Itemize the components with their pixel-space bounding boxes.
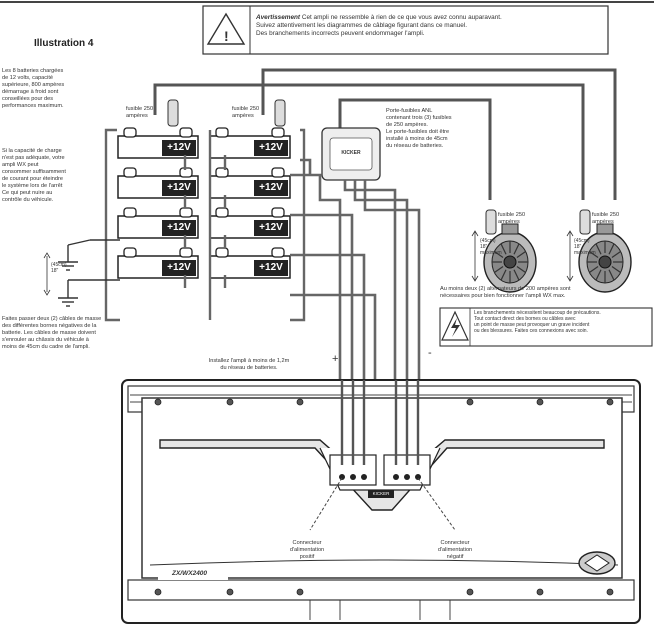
battery-label-2: +12V <box>167 182 191 193</box>
warning-line-1: Cet ampli ne ressemble à rien de ce que … <box>301 14 502 21</box>
note-ground: Faites passer deux (2) câbles de masse d… <box>2 316 102 350</box>
battery-bank-right <box>209 127 291 279</box>
battery-wiring <box>104 128 306 322</box>
amplifier <box>121 379 641 624</box>
amp-model-label: ZX/WX2400 <box>172 570 208 577</box>
battery-6 <box>209 167 291 199</box>
negative-connector-label: Connecteur d'alimentation négatif <box>437 540 473 560</box>
note-charge: Si la capacité de charge n'est pas adéqu… <box>2 148 66 203</box>
amp-screw <box>154 588 162 596</box>
fuse-label-1: fusible 250 ampères <box>126 106 154 119</box>
connector-callouts <box>309 477 456 531</box>
inline-fuses <box>167 99 591 235</box>
warning-box: ! <box>202 5 609 55</box>
terminal-wires <box>340 380 420 465</box>
amp-brand-label: KICKER <box>372 491 390 496</box>
battery-2 <box>117 167 199 199</box>
alt-distance-arrows <box>471 230 574 282</box>
alternators <box>483 223 632 293</box>
amp-screw <box>226 588 234 596</box>
amp-screw <box>296 398 304 406</box>
battery-label-5: +12V <box>259 142 283 153</box>
battery-4 <box>117 247 199 279</box>
lightning-icon <box>451 318 460 337</box>
warning-text: Avertissement Cet ampli ne ressemble à r… <box>256 14 604 38</box>
note-alternators: Au moins deux (2) alternateurs de 200 am… <box>440 286 571 299</box>
amp-screw <box>226 398 234 406</box>
battery-label-8: +12V <box>259 262 283 273</box>
ground-distance-label: (45cm) 18" <box>51 262 67 274</box>
ground-distance-arrow <box>43 252 51 296</box>
fuse-brand-label: KICKER <box>341 150 361 156</box>
amp-screw <box>536 588 544 596</box>
note-fuse-holder: Porte-fusibles ANL contenant trois (3) f… <box>386 108 452 149</box>
wire-loops <box>153 68 617 200</box>
amp-screw <box>466 398 474 406</box>
kicker-logo-icon <box>578 551 616 575</box>
alternator-2 <box>578 223 632 293</box>
warning-line-3: Des branchements incorrects peuvent endo… <box>256 30 425 37</box>
note-distance: Installez l'ampli à moins de 1,2m du rés… <box>208 358 290 371</box>
battery-1 <box>117 127 199 159</box>
amp-center-badge <box>368 490 394 498</box>
battery-7 <box>209 207 291 239</box>
note-batteries: Les 8 batteries chargées de 12 volts, ca… <box>2 68 65 109</box>
warning-label: Avertissement <box>256 14 301 21</box>
alt2-distance-label: (45cm) 18" maximum <box>574 238 596 256</box>
battery-3 <box>117 207 199 239</box>
note-shock: Les branchements nécessitent beaucoup de… <box>474 310 601 334</box>
power-wires <box>290 158 421 380</box>
alt1-distance-label: (45cm) 18" maximum <box>480 238 502 256</box>
anl-fuse-holder <box>321 127 381 181</box>
amp-screw <box>296 588 304 596</box>
alternator-1 <box>483 223 537 293</box>
battery-label-1: +12V <box>167 142 191 153</box>
amp-screw <box>606 398 614 406</box>
fuse-label-2: fusible 250 ampères <box>232 106 260 119</box>
battery-bank-left <box>117 127 199 279</box>
warning-line-2: Suivez attentivement les diagrammes de c… <box>256 22 468 29</box>
ground-symbols <box>58 239 120 307</box>
battery-8 <box>209 247 291 279</box>
illustration-title: Illustration 4 <box>34 38 94 49</box>
amp-screw <box>466 588 474 596</box>
shock-warning-box <box>439 307 653 347</box>
battery-label-4: +12V <box>167 262 191 273</box>
amp-screw <box>536 398 544 406</box>
svg-text:!: ! <box>224 28 229 44</box>
amp-screw <box>154 398 162 406</box>
fuse-label-4: fusible 250 ampères <box>592 212 620 225</box>
fuse-label-3: fusible 250 ampères <box>498 212 526 225</box>
battery-5 <box>209 127 291 159</box>
warning-icon <box>206 12 246 45</box>
battery-label-3: +12V <box>167 222 191 233</box>
amp-screw <box>606 588 614 596</box>
plus-marker: + <box>332 353 338 365</box>
battery-label-7: +12V <box>259 222 283 233</box>
minus-marker: - <box>428 347 432 359</box>
battery-label-6: +12V <box>259 182 283 193</box>
positive-connector-label: Connecteur d'alimentation positif <box>289 540 325 560</box>
shock-warning-icon <box>441 310 469 341</box>
